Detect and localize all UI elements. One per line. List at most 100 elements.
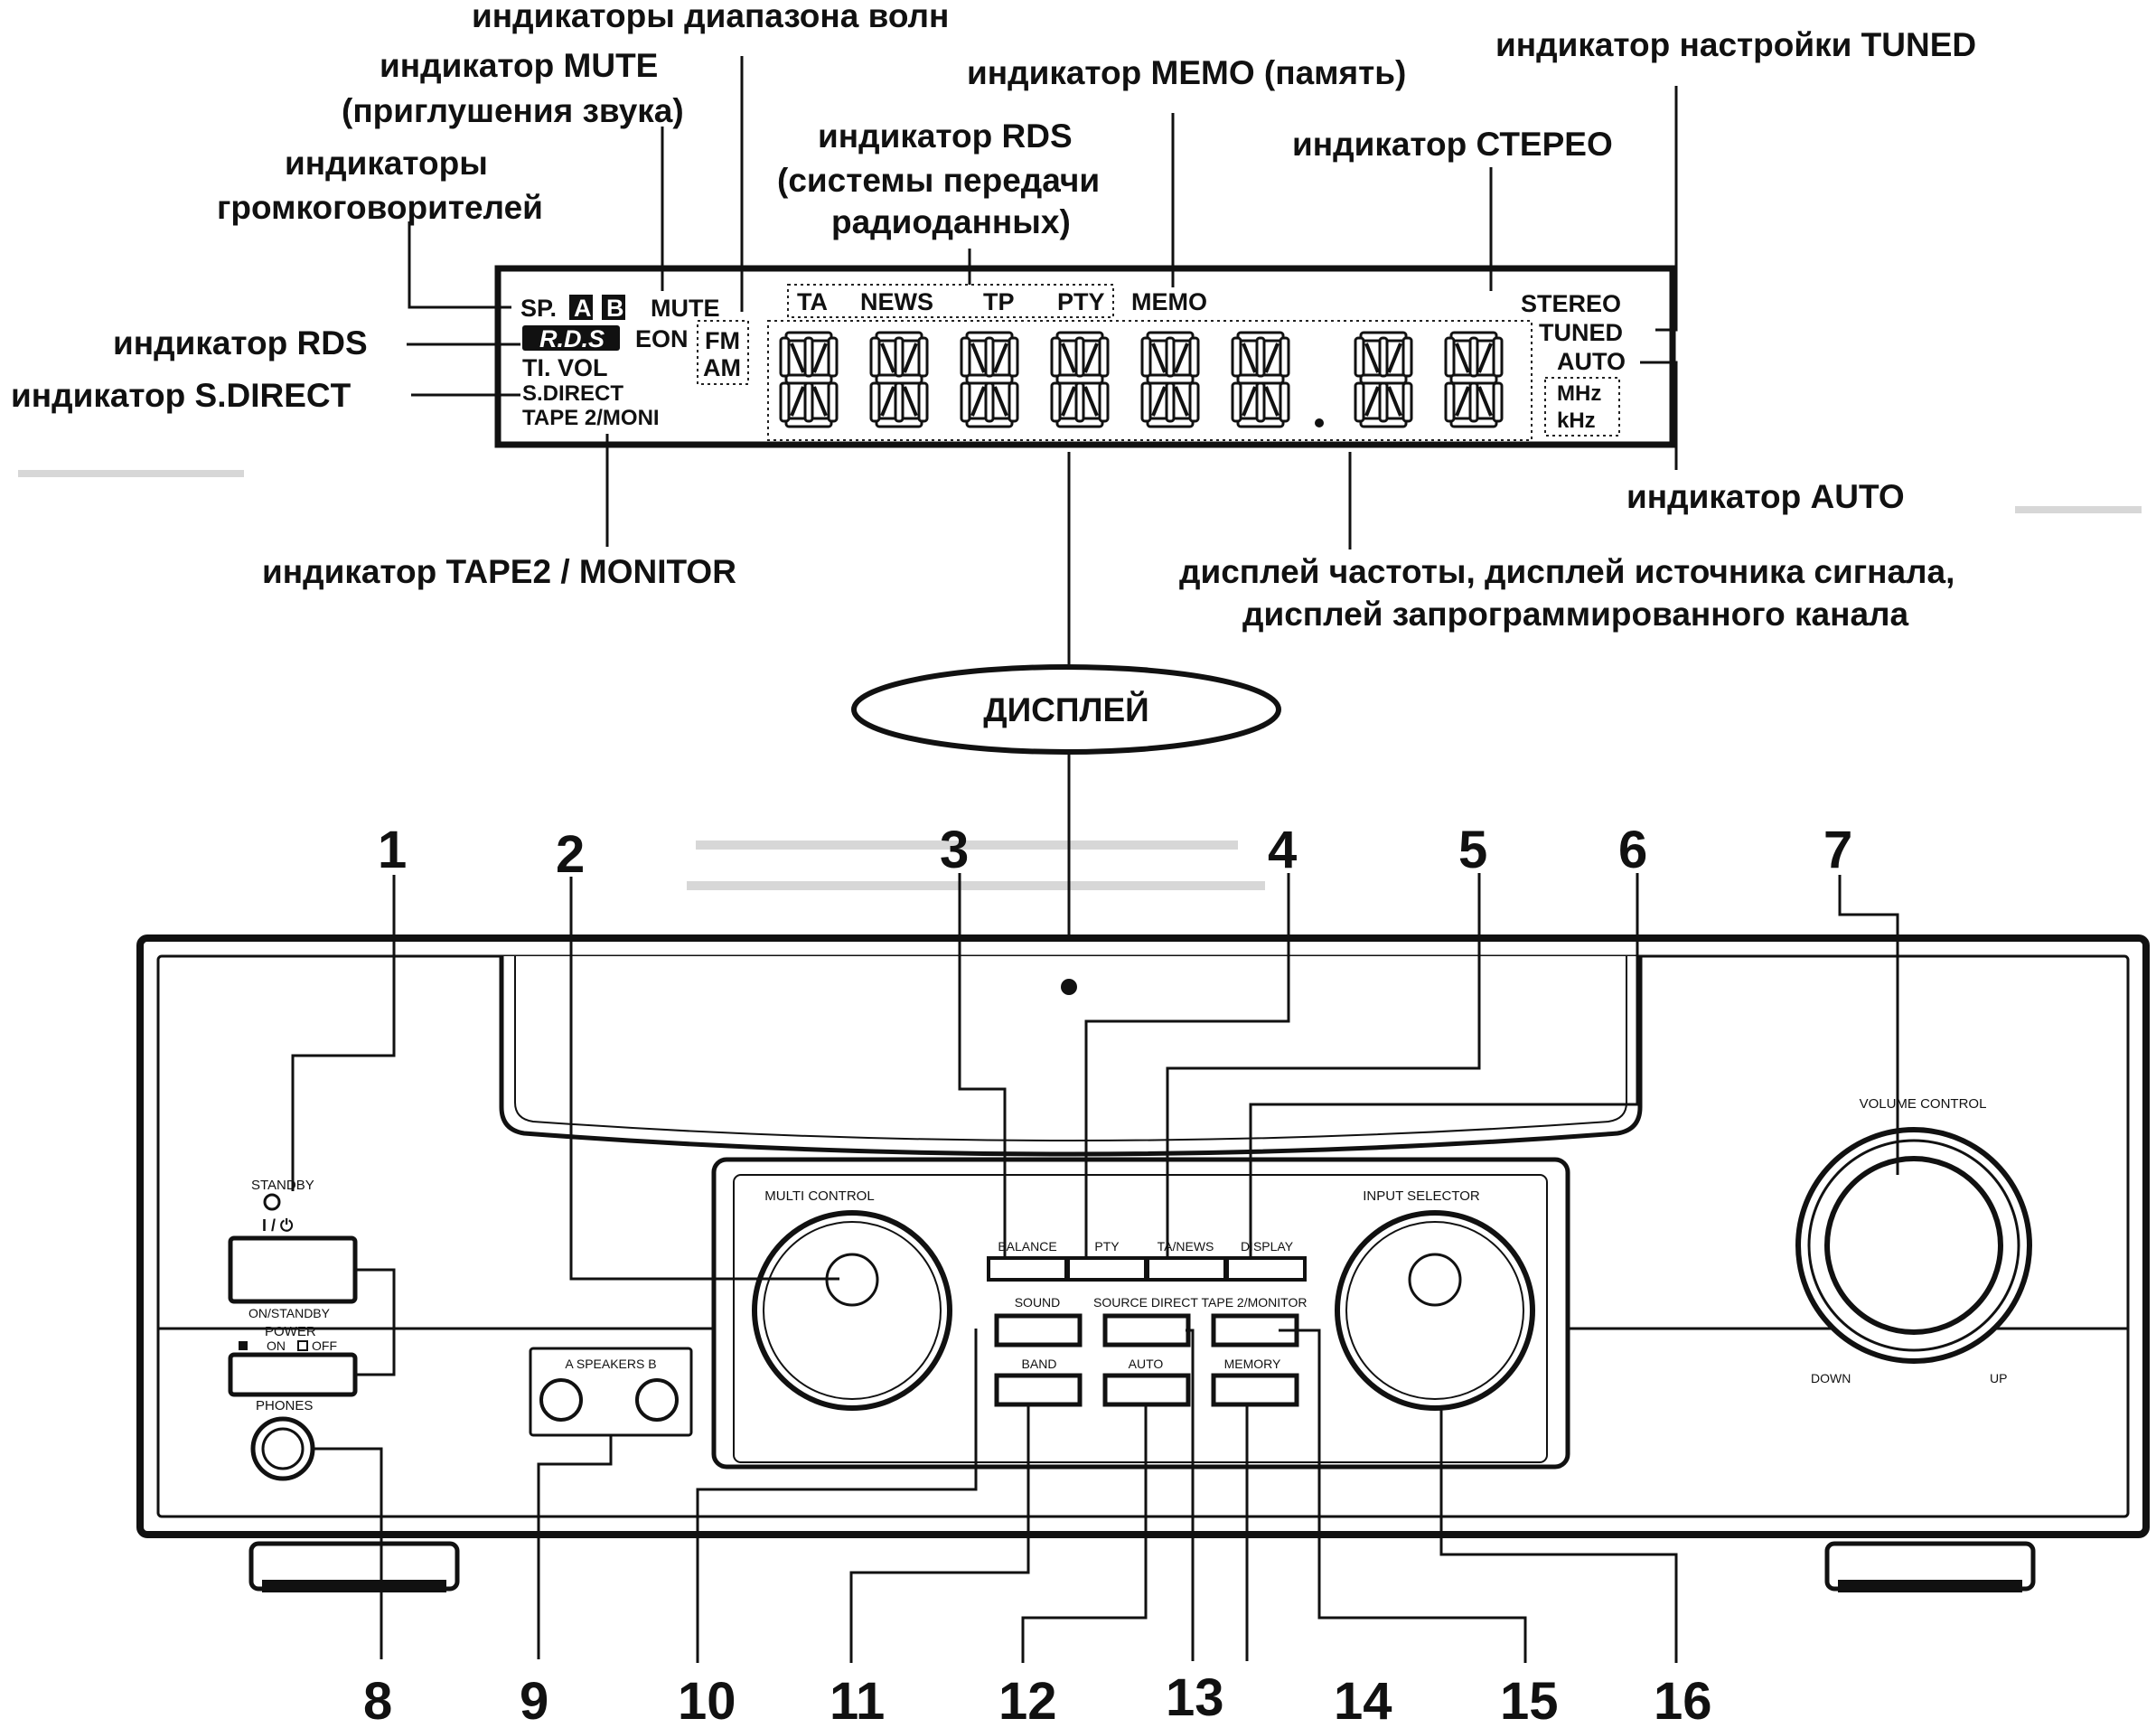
disp-digit-segment: [917, 336, 929, 378]
disp-digit-diagonal: [1364, 343, 1380, 373]
disp-digit-diagonal: [903, 386, 918, 417]
pty-label: PTY: [1094, 1239, 1120, 1254]
source-direct-button[interactable]: [1102, 1313, 1191, 1348]
speaker-a-button[interactable]: [539, 1378, 583, 1422]
disp-digit-segment: [917, 381, 929, 423]
disp-digit-diagonal: [812, 343, 828, 373]
disp-decimal-point: [1315, 418, 1324, 427]
disp-digit-value: 8: [1077, 378, 1083, 388]
disp-speaker-b-box: [602, 295, 625, 320]
disp-digit-value: 8: [987, 378, 992, 388]
disp-digit-segment: [1401, 336, 1413, 378]
disp-digit-segment: [1074, 381, 1085, 423]
display-oval-label: ДИСПЛЕЙ: [983, 690, 1149, 728]
disp-digit-diagonal: [1364, 386, 1380, 417]
disp-digit-segment: [894, 336, 905, 378]
disp-digit-value: 8: [896, 378, 902, 388]
ta-news-button[interactable]: [1146, 1256, 1227, 1282]
power-button[interactable]: [228, 1352, 358, 1397]
label-speakers-line1: индикаторы: [285, 145, 488, 182]
display-window-inner: [514, 956, 1627, 1141]
disp-digit-value: 8: [1167, 378, 1173, 388]
on-standby-button[interactable]: [228, 1235, 358, 1304]
disp-digit-cell: 8: [1444, 331, 1504, 428]
disp-digit-cell: 8: [960, 331, 1019, 428]
phones-label: PHONES: [256, 1398, 313, 1413]
memory-button[interactable]: [1211, 1373, 1299, 1407]
volume-knob-ring: [1807, 1139, 2020, 1352]
auto-button[interactable]: [1102, 1373, 1191, 1407]
disp-digit-cell: 8: [779, 331, 839, 428]
disp-tape-moni: TAPE 2/MONI: [522, 406, 660, 430]
disp-memo: MEMO: [1131, 288, 1207, 315]
disp-digit-segment: [827, 336, 839, 378]
disp-digit-segment: [1074, 336, 1085, 378]
center-subpanel: [711, 1157, 1570, 1470]
disp-digit-diagonal: [1242, 343, 1257, 373]
power-on-mark: [239, 1341, 248, 1350]
disp-news: NEWS: [860, 288, 933, 315]
disp-digit-segment: [960, 381, 971, 423]
disp-digit-diagonal: [1264, 386, 1280, 417]
disp-digit-diagonal: [1477, 343, 1493, 373]
speaker-b-button[interactable]: [635, 1378, 679, 1422]
disp-digit-segment: [827, 381, 839, 423]
label-tape-monitor-indicator: индикатор TAPE2 / MONITOR: [262, 553, 736, 590]
label-auto-indicator: индикатор AUTO: [1626, 478, 1905, 515]
sound-button[interactable]: [994, 1313, 1083, 1348]
display-label: DISPLAY: [1241, 1239, 1294, 1254]
disp-khz: kHz: [1557, 409, 1596, 433]
callout-6: 6: [1618, 821, 1647, 879]
disp-digit-segment: [1165, 381, 1176, 423]
label-stereo-indicator: индикатор СТЕРЕО: [1292, 126, 1613, 163]
disp-digit-segment: [869, 336, 881, 378]
display-button[interactable]: [1225, 1256, 1307, 1282]
volume-knob[interactable]: [1824, 1156, 2003, 1335]
display-panel: SP. A B MUTE R.D.S EON TI. VOL S.DIRECT …: [494, 265, 1676, 448]
disp-digit-diagonal: [1242, 386, 1257, 417]
sound-label: SOUND: [1015, 1295, 1061, 1310]
disp-rds-dotbox: [787, 284, 1114, 318]
on-standby-label: ON/STANDBY: [248, 1306, 331, 1320]
multi-control-knob[interactable]: [752, 1210, 952, 1411]
disp-digit-diagonal: [1174, 386, 1189, 417]
disp-digit-diagonal: [1387, 343, 1402, 373]
disp-digit-diagonal: [880, 386, 895, 417]
disp-digit-diagonal: [880, 343, 895, 373]
disp-digit-diagonal: [1455, 343, 1470, 373]
band-button[interactable]: [994, 1373, 1083, 1407]
disp-digit-segment: [1098, 381, 1110, 423]
disp-digit-segment: [1165, 336, 1176, 378]
disp-auto: AUTO: [1557, 348, 1626, 375]
pty-button[interactable]: [1066, 1256, 1148, 1282]
disp-ti-vol: TI. VOL: [522, 354, 608, 381]
power-label: POWER: [265, 1324, 316, 1339]
callout-2: 2: [556, 825, 585, 884]
on-standby-symbol: I / ⏻: [262, 1216, 294, 1235]
disp-digit-diagonal: [1455, 386, 1470, 417]
disp-digit-diagonal: [1174, 343, 1189, 373]
disp-digit-value: 8: [1258, 378, 1263, 388]
disp-digit-diagonal: [993, 386, 1008, 417]
input-selector-knob[interactable]: [1335, 1210, 1535, 1411]
ta-news-label: TA/NEWS: [1158, 1239, 1214, 1254]
disp-digit-cell: 8: [869, 331, 929, 428]
top-button-row: BALANCE PTY TA/NEWS DISPLAY: [987, 1239, 1307, 1282]
label-rds-system-line3: радиоданных): [831, 203, 1071, 240]
front-panel: STANDBY I / ⏻ ON/STANDBY POWER ON OFF PH…: [136, 934, 2150, 1592]
callout-11: 11: [830, 1672, 885, 1728]
disp-digit-segment: [1231, 381, 1242, 423]
callout-4: 4: [1268, 821, 1297, 879]
disp-speaker-b: B: [606, 295, 624, 322]
callout-8: 8: [363, 1672, 392, 1728]
label-frequency-display-line2: дисплей запрограммированного канала: [1242, 596, 1909, 633]
disp-digit-segment: [869, 381, 881, 423]
display-oval: ДИСПЛЕЙ: [851, 664, 1281, 755]
disp-digit-segment: [1140, 381, 1152, 423]
disp-digit-segment: [1188, 336, 1200, 378]
balance-button[interactable]: [987, 1256, 1068, 1282]
disp-sp: SP.: [520, 295, 557, 322]
disp-digit-segment: [1255, 336, 1266, 378]
disp-digit-segment: [779, 336, 791, 378]
disp-digit-segment: [894, 381, 905, 423]
